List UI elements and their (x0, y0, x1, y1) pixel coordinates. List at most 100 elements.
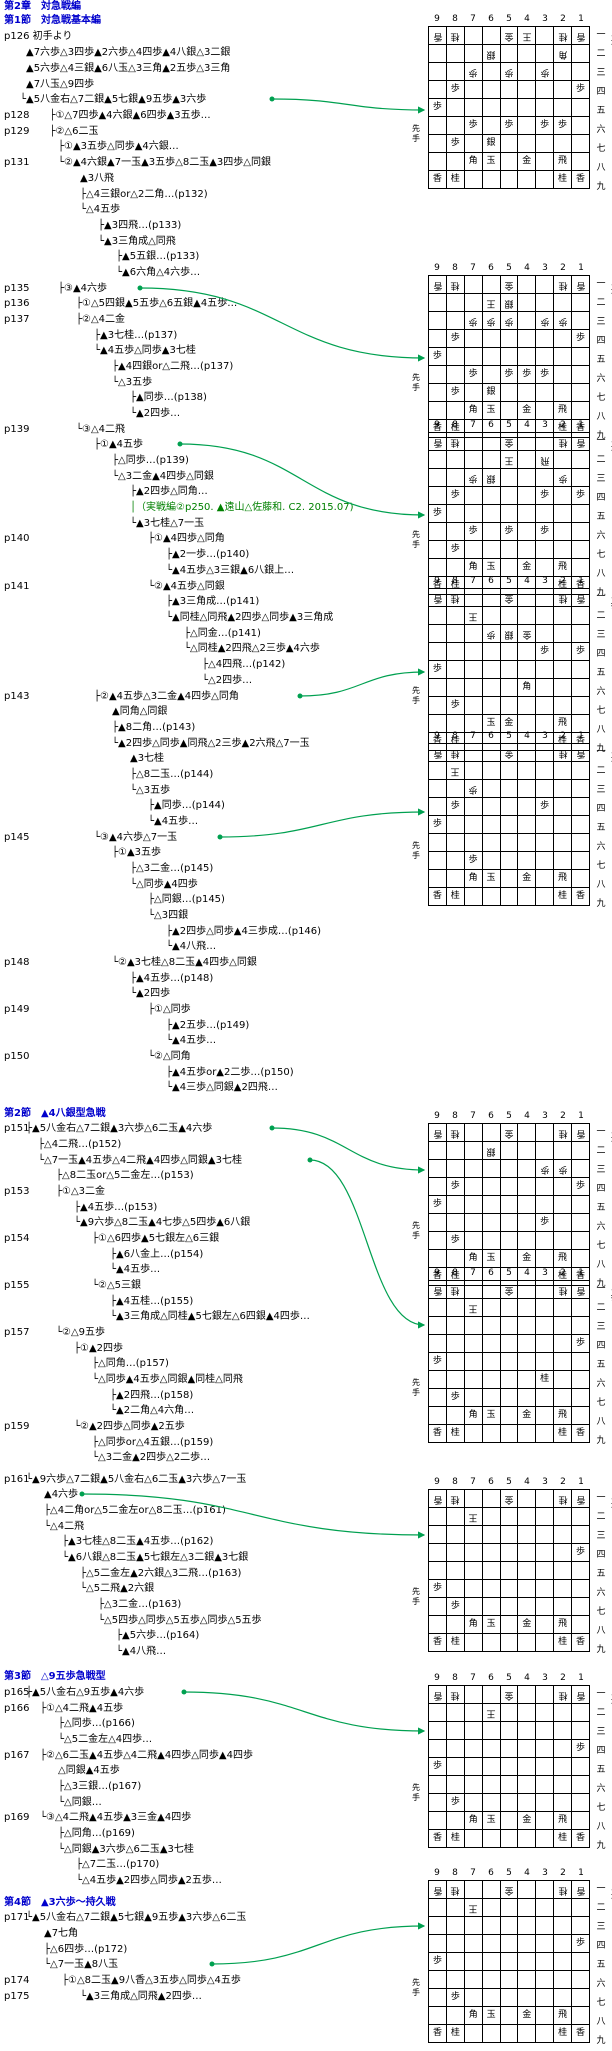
board-square: 桂 (445, 1829, 465, 1848)
move-line: └▲4五歩△3三銀▲6八銀上… (166, 565, 295, 576)
page-ref-line: p145 (4, 832, 30, 843)
column-label: 9 (434, 731, 440, 741)
rank-label: 二 (596, 611, 606, 621)
move-line: ▲7八玉△9四歩 (26, 79, 95, 90)
column-label: 7 (470, 1477, 476, 1487)
move-line: ├△4二飛…(p152) (38, 1139, 122, 1150)
section-heading: 第4節 ▲3六歩～持久戦 (4, 1897, 116, 1908)
rank-label: 一 (596, 1284, 606, 1294)
page-ref-line: p128 ├①△7四歩▲4六銀▲6四歩▲3五歩… (4, 110, 211, 121)
hand-char: し (608, 767, 612, 778)
connector-arrow (309, 1159, 426, 1329)
column-label: 3 (542, 1268, 548, 1278)
sente-label: 先手 (410, 530, 422, 550)
move-line: └△同桂▲2四飛△2三歩▲4六歩 (184, 643, 320, 654)
sente-char: 手 (412, 1793, 420, 1802)
hand-char: な (608, 1502, 612, 1513)
board-square: 香 (571, 732, 590, 751)
move-line: └③▲4六歩△7一玉 (94, 832, 178, 843)
board-grid: 香桂金桂香王歩歩桂歩角玉金飛香桂桂香 (428, 1280, 590, 1443)
move-line: └△3五歩 (130, 785, 171, 796)
page-ref-line: p136 (4, 298, 30, 309)
column-label: 5 (506, 14, 512, 24)
move-line: ├▲3七桂…(p137) (94, 330, 178, 341)
rank-label: 九 (596, 1279, 606, 1289)
rank-label: 七 (596, 1998, 606, 2008)
column-label: 5 (506, 1673, 512, 1683)
sente-label: 先手 (410, 1378, 422, 1398)
board-square: 桂 (445, 1633, 465, 1652)
column-label: 9 (434, 1673, 440, 1683)
sente-label: 先手 (410, 1978, 422, 1998)
column-label: 6 (488, 420, 494, 430)
sente-char: 先 (412, 1221, 420, 1230)
board-grid: 香桂金桂香王飛歩銀歩歩歩歩歩歩歩歩歩角玉金飛香桂桂香 (428, 432, 590, 595)
rank-label: 六 (596, 1784, 606, 1794)
hand-char: な (608, 1136, 612, 1147)
move-line: ├▲8二角…(p143) (112, 722, 196, 733)
rank-label: 三 (596, 68, 606, 78)
sente-label: 先手 (410, 1587, 422, 1607)
move-line: ├▲3七桂△8二玉▲4五歩…(p162) (62, 1536, 214, 1547)
board-rank-labels: 一二三四五六七八九 (594, 26, 608, 197)
board-rank-labels: 一二三四五六七八九 (594, 1123, 608, 1294)
column-label: 2 (560, 1477, 566, 1487)
move-line: └△同歩▲4五歩△同銀▲同桂△同飛 (92, 1374, 243, 1385)
move-line: └▲3七桂△7一玉 (130, 518, 205, 529)
board-square: 香 (571, 887, 590, 906)
board-grid: 香桂金桂香王歩銀金歩歩歩角歩玉金飛香桂桂香 (428, 588, 590, 751)
board-square: 桂 (445, 2024, 465, 2043)
rank-label: 六 (596, 374, 606, 384)
rank-label: 六 (596, 125, 606, 135)
rank-label: 八 (596, 1417, 606, 1427)
move-line: └▲4五歩… (166, 1035, 217, 1046)
move-line: ├①▲2四歩 (74, 1343, 124, 1354)
connector-arrow (219, 808, 426, 838)
move-line: └▲2四歩… (130, 408, 181, 419)
column-label: 5 (506, 263, 512, 273)
hand-char: な (608, 445, 612, 456)
move-line: └②▲4六銀▲7一玉▲3五歩△8二玉▲3四歩△同銀 (58, 157, 271, 168)
rank-label: 二 (596, 766, 606, 776)
rank-label: 一 (596, 279, 606, 289)
section-heading: 第2章 対急戦編 (4, 1, 81, 12)
column-label: 9 (434, 14, 440, 24)
rank-label: 七 (596, 1398, 606, 1408)
move-line: ├▲3四飛…(p133) (98, 220, 182, 231)
column-label: 9 (434, 1868, 440, 1878)
move-line: ├▲2五歩…(p149) (166, 1020, 250, 1031)
column-label: 4 (524, 1868, 530, 1878)
board-square (481, 2024, 501, 2043)
column-label: 2 (560, 263, 566, 273)
rank-label: 八 (596, 412, 606, 422)
column-label: 2 (560, 14, 566, 24)
sente-char: 先 (412, 686, 420, 695)
column-label: 2 (560, 1268, 566, 1278)
hand-char: 歩 (608, 601, 612, 612)
move-line: ├△同角…(p157) (92, 1358, 169, 1369)
rank-label: 三 (596, 630, 606, 640)
sente-char: 手 (412, 1388, 420, 1397)
move-line: └△3二金▲4四歩△同銀 (112, 471, 214, 482)
page-ref-line: p135 (4, 283, 30, 294)
rank-label: 九 (596, 744, 606, 754)
hand-char: な (608, 288, 612, 299)
sente-char: 手 (412, 696, 420, 705)
move-line: ▲4六歩 (44, 1489, 79, 1500)
rank-label: 九 (596, 2036, 606, 2046)
column-label: 8 (452, 731, 458, 741)
rank-label: 一 (596, 30, 606, 40)
column-label: 5 (506, 731, 512, 741)
move-line: ├▲2四飛…(p158) (110, 1390, 194, 1401)
rank-label: 五 (596, 1960, 606, 1970)
move-line: └△3四銀 (148, 910, 189, 921)
rank-label: 七 (596, 861, 606, 871)
column-label: 9 (434, 1111, 440, 1121)
rank-label: 二 (596, 1903, 606, 1913)
page-ref-line: p171 (4, 1912, 30, 1923)
move-line: ├▲4四銀or△二飛…(p137) (112, 361, 234, 372)
move-line: └△2四歩… (202, 675, 253, 686)
rank-label: 七 (596, 1803, 606, 1813)
